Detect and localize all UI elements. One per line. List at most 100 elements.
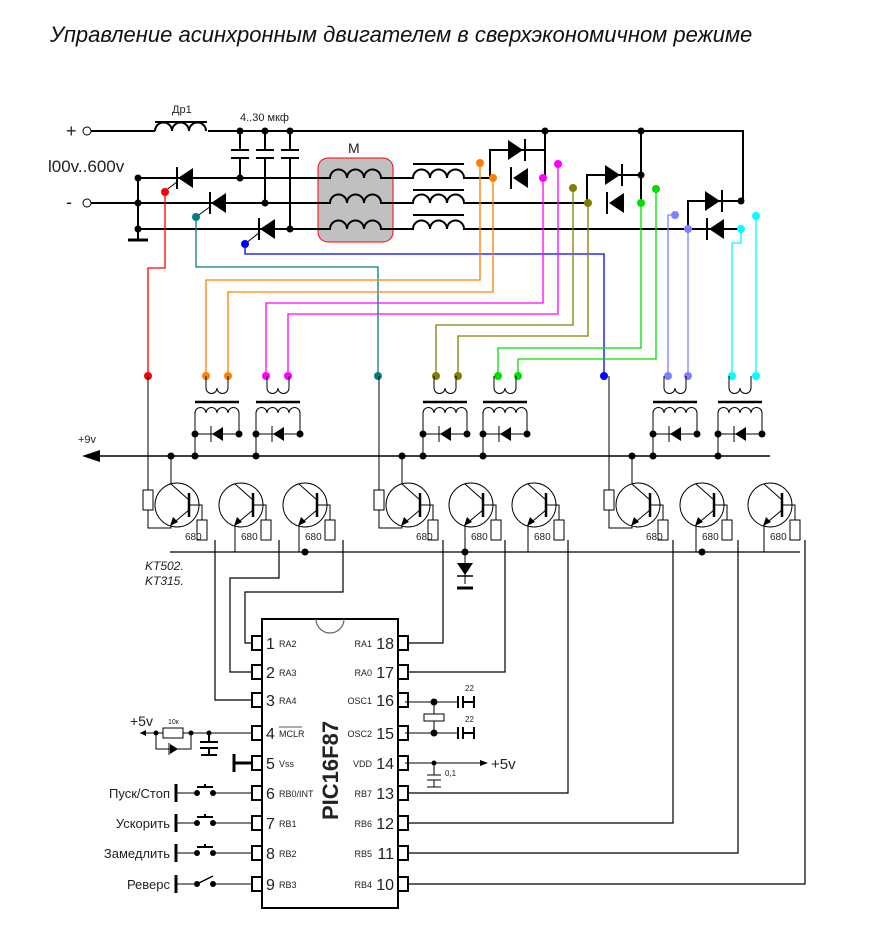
pin-number: 18 — [376, 636, 394, 653]
gate-node-green — [652, 185, 660, 193]
gate-node-olive — [432, 372, 440, 380]
gate-wire-orange — [227, 178, 494, 376]
thyristor-pair-1 — [489, 127, 549, 189]
pin-number: 10 — [376, 877, 394, 894]
clamp-diode-icon — [735, 427, 746, 441]
pin-number: 5 — [266, 756, 275, 773]
resistor-value-label: 680 — [416, 532, 433, 543]
pulse-transformer — [649, 376, 701, 460]
gate-node-magenta — [554, 160, 562, 168]
pulse-transformer — [479, 376, 531, 460]
control-wire — [244, 540, 344, 644]
base-resistor — [196, 519, 208, 541]
base-resistor — [553, 519, 565, 541]
base-resistor — [260, 519, 272, 541]
vdd-arrow-icon — [480, 760, 488, 766]
driver-transistor: 680 — [448, 482, 502, 552]
driver-transistor: 680 — [603, 376, 669, 543]
pin-name: OSC2 — [347, 729, 372, 739]
resistor-value-label: 680 — [241, 532, 258, 543]
button-label: Реверс — [127, 877, 171, 892]
pin-number: 9 — [266, 877, 275, 894]
osc-cap-1-label: 22 — [465, 684, 474, 693]
driver-transistor: 680 — [218, 482, 272, 552]
pin-name: RA4 — [279, 696, 297, 706]
gate-node-blue — [600, 372, 608, 380]
button-4[interactable]: Реверс — [127, 875, 252, 893]
gate-node-green — [494, 372, 502, 380]
gate-node-green — [514, 372, 522, 380]
driver-transistor: 680 — [511, 482, 565, 552]
motor: M — [317, 140, 394, 243]
driver-transistor: 680 — [142, 376, 208, 543]
pin-number: 14 — [376, 756, 394, 773]
button-label: Замедлить — [104, 846, 170, 861]
control-wire — [405, 540, 806, 885]
button-3[interactable]: Замедлить — [104, 844, 252, 862]
capacitor-bank — [231, 127, 299, 233]
output-chokes — [393, 163, 742, 230]
pin-name: RA0 — [354, 668, 372, 678]
clamp-diode-icon — [212, 427, 223, 441]
gate-node-olive — [584, 199, 592, 207]
gate-node-red — [161, 188, 169, 196]
gate-resistor — [373, 489, 385, 511]
clamp-diode-icon — [440, 427, 451, 441]
pin-name: VDD — [353, 759, 373, 769]
reset-resistor — [162, 727, 184, 739]
vdd-label: +5v — [491, 756, 516, 773]
transistor-type-2: KT315. — [145, 574, 184, 588]
resistor-value-label: 680 — [702, 532, 719, 543]
button-label: Пуск/Стоп — [109, 786, 170, 801]
gate-node-cyan — [752, 212, 760, 220]
pulse-transformer — [252, 376, 304, 460]
reset-resistor-label: 10к — [168, 719, 180, 726]
pin-number: 3 — [266, 693, 275, 710]
pin-name: RB6 — [354, 819, 372, 829]
pin-number: 6 — [266, 786, 275, 803]
base-resistor — [721, 519, 733, 541]
crystal — [423, 713, 445, 722]
control-wire — [405, 540, 739, 854]
gate-wire-magenta — [287, 164, 559, 376]
pin-name: RB3 — [279, 880, 297, 890]
pin-name: Vss — [279, 759, 295, 769]
motor-label: M — [348, 140, 360, 156]
pulse-transformer — [419, 376, 471, 460]
minus-terminal — [82, 198, 92, 208]
resistor-value-label: 680 — [770, 532, 787, 543]
pin-name: MCLR — [279, 729, 305, 739]
power-section: + - l00v..600v Др1 4..30 мкф — [48, 104, 760, 380]
pin-number: 1 — [266, 636, 275, 653]
resistor-value-label: 680 — [534, 532, 551, 543]
gate-wire-orange — [205, 163, 481, 376]
button-1[interactable]: Пуск/Стоп — [109, 784, 252, 802]
gate-node-teal — [374, 372, 382, 380]
driver-transistor: 680 — [373, 376, 439, 543]
voltage-label: l00v..600v — [48, 157, 125, 176]
pin-name: RA3 — [279, 668, 297, 678]
button-2[interactable]: Ускорить — [116, 814, 252, 832]
pin-number: 13 — [376, 786, 394, 803]
control-wire — [229, 540, 280, 673]
reset-circuit: +5v 10к — [130, 713, 252, 772]
base-resistor — [324, 519, 336, 541]
gate-resistor — [603, 489, 615, 511]
gate-wire-green — [517, 189, 657, 376]
driver-transistor: 680 — [747, 482, 801, 552]
control-wire — [405, 540, 444, 644]
choke-coil — [154, 121, 207, 132]
gate-wire-teal — [195, 217, 379, 376]
osc-cap-2-label: 22 — [465, 715, 474, 724]
resistor-value-label: 680 — [185, 532, 202, 543]
resistor-value-label: 680 — [471, 532, 488, 543]
